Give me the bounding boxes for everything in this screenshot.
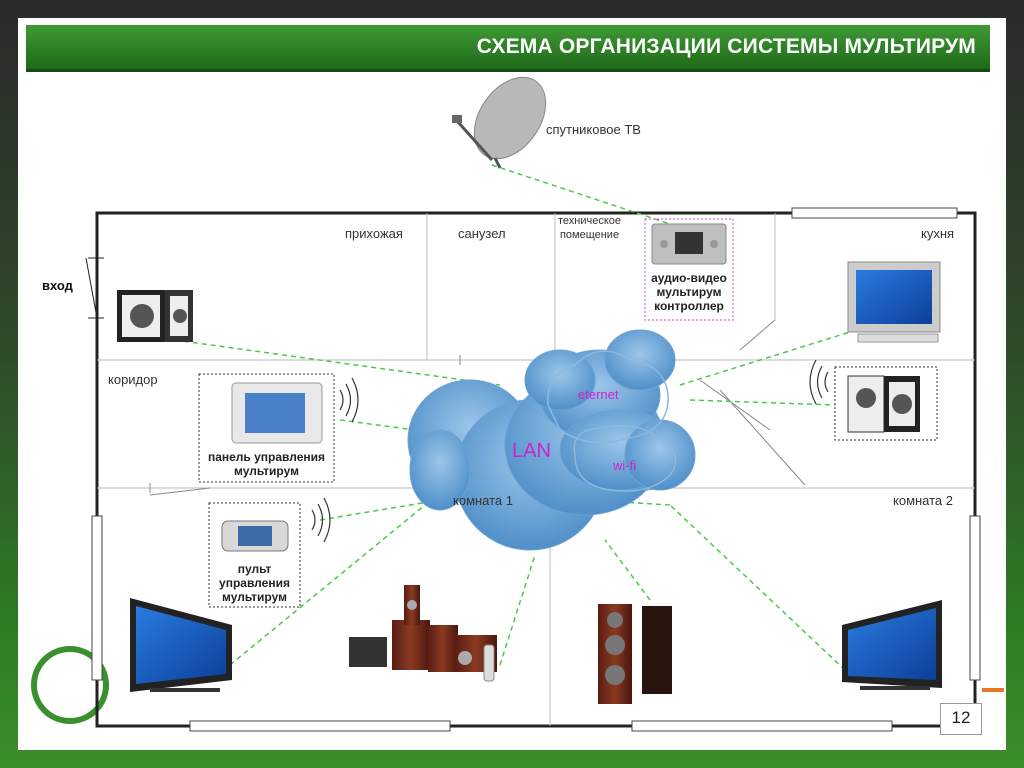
outer-wall: [95, 211, 977, 728]
line-remote: [319, 499, 441, 521]
logo-fragment: [31, 646, 109, 724]
connection-lines: [174, 164, 851, 671]
controller-label: аудио-видео мультирум контроллер: [651, 271, 727, 313]
title-bar: СХЕМА ОРГАНИЗАЦИИ СИСТЕМЫ МУЛЬТИРУМ: [26, 25, 990, 72]
wireless-wave-icons: [311, 359, 829, 543]
line-speakers-room2: [604, 539, 651, 601]
line-speakers-hall: [174, 339, 501, 386]
control-panel-icon: [198, 373, 335, 483]
windows: [91, 207, 981, 732]
accent-tick: [982, 688, 1004, 692]
line-panel: [339, 419, 416, 431]
home-theater-icon: [349, 585, 497, 682]
room2-speakers-icon: [598, 604, 672, 704]
kitchen-tv-icon: [847, 261, 941, 343]
room2-label: комната 2: [893, 493, 954, 508]
bathroom-label: санузел: [458, 226, 506, 241]
lan-label: LAN: [512, 440, 551, 462]
room1-label: комната 1: [453, 493, 514, 508]
kitchen-speakers-icon: [834, 366, 938, 441]
room2-tv-icon: [842, 600, 942, 690]
corridor-label: коридор: [108, 372, 158, 387]
line-speakers-kitchen: [689, 399, 836, 406]
line-satellite-controller: [491, 164, 671, 225]
remote-label: пульт управления мультирум: [219, 562, 290, 604]
page-number: 12: [940, 703, 982, 735]
line-tv-room2: [669, 504, 846, 671]
satellite-dish-icon: [452, 76, 547, 169]
remote-control-icon: [208, 502, 301, 608]
wifi-label: wi-fi: [613, 458, 637, 473]
controller-device-icon: [644, 218, 734, 321]
entrance-label: вход: [42, 278, 73, 293]
cloud-inner-lines: [547, 350, 677, 492]
line-tv-room1: [229, 504, 426, 666]
technical-room-label: техническое помещение: [558, 215, 622, 241]
network-cloud: [407, 329, 696, 551]
ethernet-label: eternet: [578, 387, 619, 402]
satellite-label: спутниковое ТВ: [546, 122, 641, 137]
hall-speakers-icon: [117, 290, 193, 342]
room1-tv-icon: [130, 598, 232, 692]
line-tv-kitchen: [679, 331, 851, 386]
line-speakers-room1: [499, 554, 536, 666]
hallway-label: прихожая: [345, 226, 403, 241]
panel-label: панель управления мультирум: [207, 450, 326, 478]
kitchen-label: кухня: [921, 226, 955, 241]
page-title: СХЕМА ОРГАНИЗАЦИИ СИСТЕМЫ МУЛЬТИРУМ: [476, 35, 976, 58]
